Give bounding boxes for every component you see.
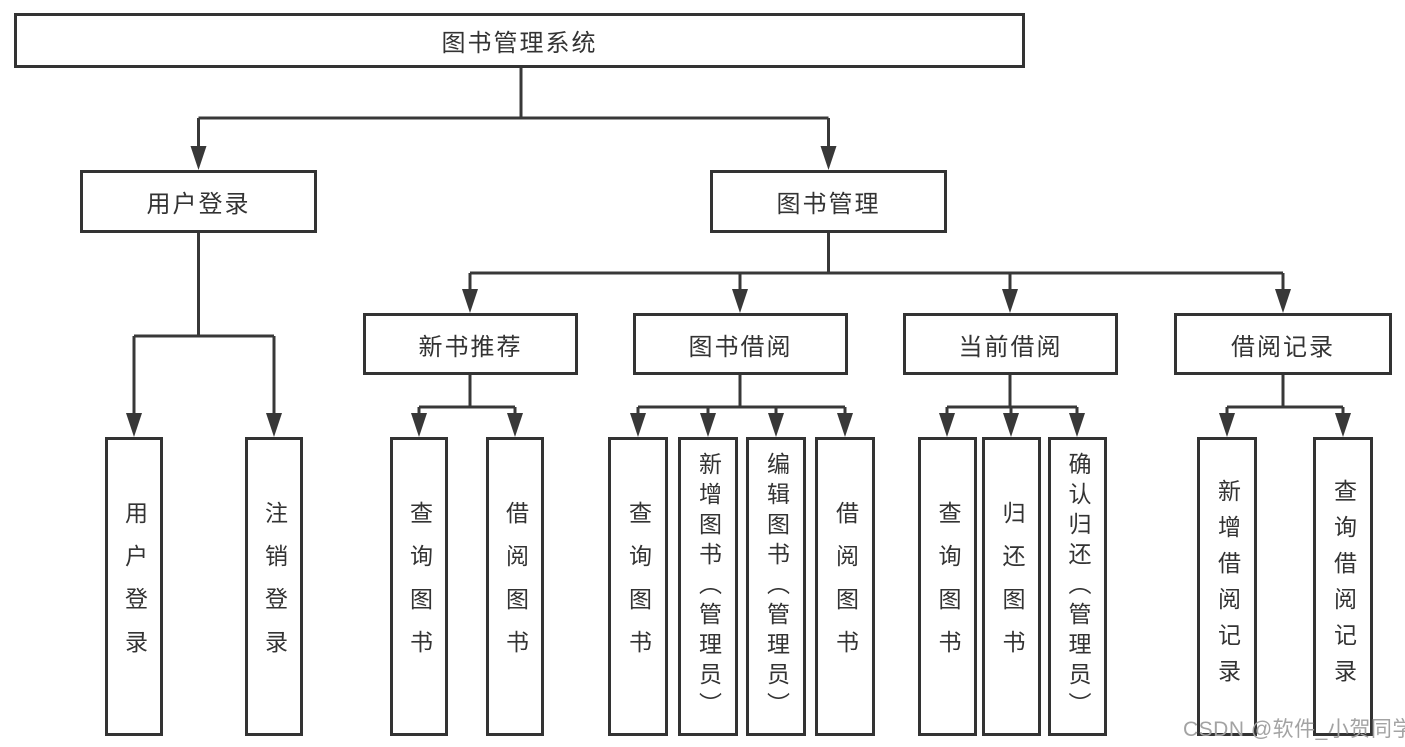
node-book-borrowing-label: 图书借阅 <box>688 333 793 361</box>
leaf-logout-label: 注销登录 <box>261 500 288 673</box>
leaf-add-book-admin: 新增图书（管理员） <box>678 437 738 736</box>
node-root: 图书管理系统 <box>14 13 1025 68</box>
leaf-add-borrow-record-label: 新增借阅记录 <box>1214 478 1241 695</box>
leaf-query-books-recommend: 查询图书 <box>390 437 448 736</box>
leaf-query-books-current: 查询图书 <box>918 437 977 736</box>
node-current-borrowing: 当前借阅 <box>903 313 1118 375</box>
node-root-label: 图书管理系统 <box>441 30 598 57</box>
node-book-management-label: 图书管理 <box>776 191 881 218</box>
node-new-book-recommend-label: 新书推荐 <box>418 333 523 361</box>
node-current-borrowing-label: 当前借阅 <box>958 333 1063 361</box>
node-new-book-recommend: 新书推荐 <box>363 313 578 375</box>
node-book-borrowing: 图书借阅 <box>633 313 848 375</box>
leaf-add-book-admin-label: 新增图书（管理员） <box>695 451 722 722</box>
leaf-query-books-borrowing-label: 查询图书 <box>625 500 652 673</box>
leaf-borrow-books-borrowing-label: 借阅图书 <box>832 500 859 673</box>
leaf-edit-book-admin-label: 编辑图书（管理员） <box>763 451 790 722</box>
leaf-user-login-label: 用户登录 <box>121 500 148 673</box>
leaf-query-borrow-record: 查询借阅记录 <box>1313 437 1373 736</box>
arrowhead-icons <box>126 146 1351 437</box>
node-book-management: 图书管理 <box>710 170 947 233</box>
node-borrowing-records: 借阅记录 <box>1174 313 1392 375</box>
leaf-confirm-return-admin-label: 确认归还（管理员） <box>1065 451 1091 722</box>
leaf-add-borrow-record: 新增借阅记录 <box>1197 437 1257 736</box>
leaf-borrow-books-recommend-label: 借阅图书 <box>502 500 529 673</box>
csdn-watermark: CSDN @软件_小贺同学 <box>1183 718 1405 741</box>
leaf-borrow-books-borrowing: 借阅图书 <box>815 437 875 736</box>
leaf-query-books-borrowing: 查询图书 <box>608 437 668 736</box>
leaf-confirm-return-admin: 确认归还（管理员） <box>1048 437 1107 736</box>
leaf-user-login: 用户登录 <box>105 437 163 736</box>
leaf-edit-book-admin: 编辑图书（管理员） <box>746 437 806 736</box>
leaf-return-book: 归还图书 <box>982 437 1041 736</box>
leaf-logout: 注销登录 <box>245 437 303 736</box>
leaf-query-books-current-label: 查询图书 <box>935 500 961 673</box>
leaf-return-book-label: 归还图书 <box>999 500 1025 673</box>
leaf-borrow-books-recommend: 借阅图书 <box>486 437 544 736</box>
node-user-login-label: 用户登录 <box>146 191 251 218</box>
leaf-query-borrow-record-label: 查询借阅记录 <box>1330 478 1357 695</box>
leaf-query-books-recommend-label: 查询图书 <box>406 500 433 673</box>
node-borrowing-records-label: 借阅记录 <box>1231 333 1335 361</box>
node-user-login: 用户登录 <box>80 170 317 233</box>
